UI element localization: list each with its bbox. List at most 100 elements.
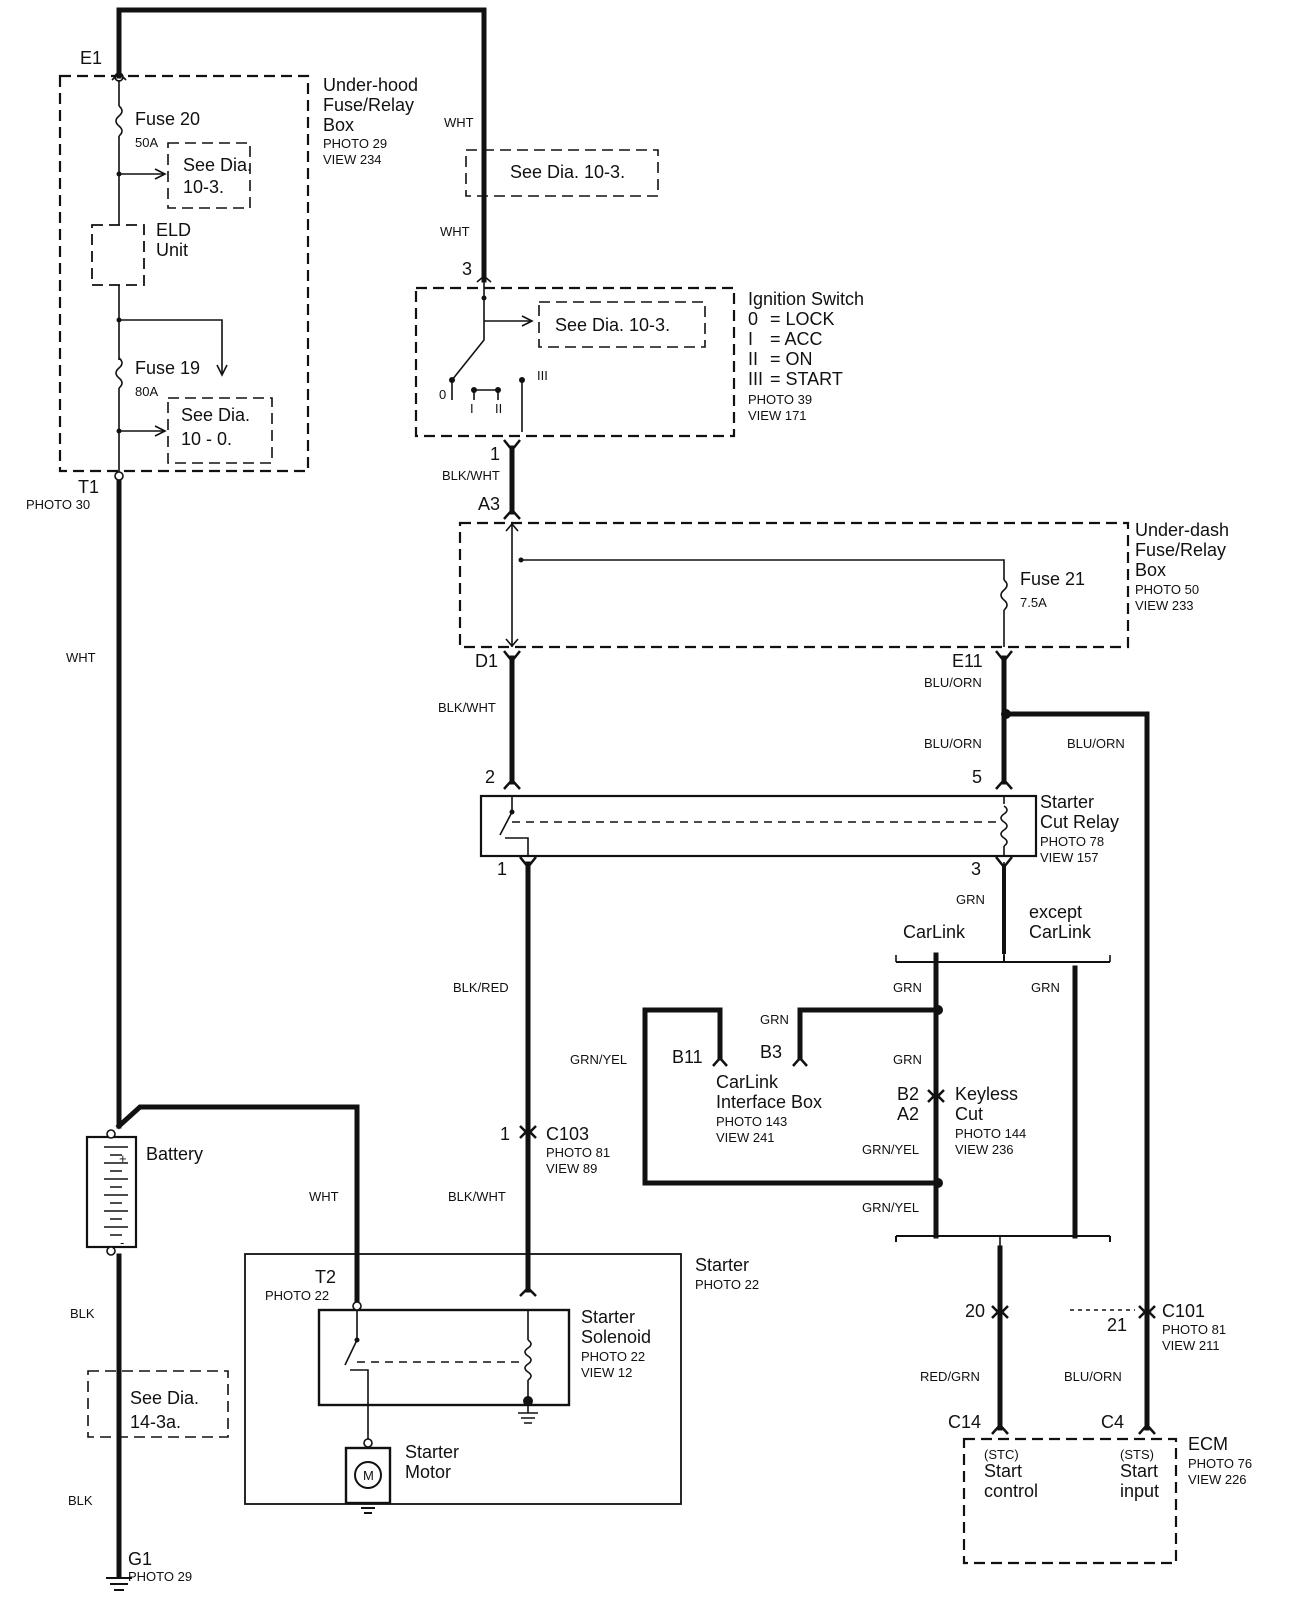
solenoid-photo: PHOTO 22 xyxy=(581,1349,645,1364)
ecm-sts-line2: input xyxy=(1120,1481,1159,1501)
wire-grn-b3 xyxy=(797,1007,939,1061)
connector-e1: E1 xyxy=(80,48,102,68)
connector-c103-pin: 1 xyxy=(500,1124,510,1144)
except-label-1: except xyxy=(1029,902,1082,922)
battery-label: Battery xyxy=(146,1144,203,1164)
fuse21-label: Fuse 21 xyxy=(1020,569,1085,589)
fuse19-symbol xyxy=(115,357,123,389)
ecm-title: ECM xyxy=(1188,1434,1228,1454)
ecm-view: VIEW 226 xyxy=(1188,1472,1247,1487)
wire-label-blk-2: BLK xyxy=(68,1493,93,1508)
ecm-stc-code: (STC) xyxy=(984,1447,1019,1462)
wire-label-wht-left: WHT xyxy=(66,650,96,665)
connector-t1-photo: PHOTO 30 xyxy=(26,497,90,512)
eld-label-1: ELD xyxy=(156,220,191,240)
ecm-sts-code: (STS) xyxy=(1120,1447,1154,1462)
ecm-outline xyxy=(962,1437,1178,1565)
connector-t2-photo: PHOTO 22 xyxy=(265,1288,329,1303)
see-dia-a-line2: 10-3. xyxy=(183,177,224,197)
connector-sw1: 1 xyxy=(490,444,500,464)
battery xyxy=(85,1129,138,1256)
wires xyxy=(115,7,1150,1578)
starter-cut-relay-outline xyxy=(479,794,1038,858)
ignition-switch xyxy=(414,274,736,438)
see-dia-10-3-box-a xyxy=(167,142,251,209)
motor-title-1: Starter xyxy=(405,1442,459,1462)
motor-symbol-circle xyxy=(354,1461,382,1489)
connector-b3: B3 xyxy=(760,1042,782,1062)
carlink-box-view: VIEW 241 xyxy=(716,1130,775,1145)
connector-d1: D1 xyxy=(475,651,498,671)
wire-label-red-grn: RED/GRN xyxy=(920,1369,980,1384)
connector-pin-21: 21 xyxy=(1107,1315,1127,1335)
underdash-box-outline xyxy=(458,521,1130,649)
underdash-title-3: Box xyxy=(1135,560,1166,580)
ignition-val-0: = LOCK xyxy=(770,309,835,329)
relay-photo: PHOTO 78 xyxy=(1040,834,1104,849)
connector-c101: C101 xyxy=(1162,1301,1205,1321)
battery-minus: - xyxy=(120,1235,124,1250)
underhood-view: VIEW 234 xyxy=(323,152,382,167)
ignition-key-2: II xyxy=(748,349,758,369)
wire-label-blk-red: BLK/RED xyxy=(453,980,509,995)
wire-label-grn-yel-1: GRN/YEL xyxy=(570,1052,627,1067)
ignition-pos-1: I xyxy=(470,401,474,416)
wire-grn-yel-b11 xyxy=(642,1007,939,1186)
see-dia-top: See Dia. 10-3. xyxy=(510,162,625,182)
keyless-title-1: Keyless xyxy=(955,1084,1018,1104)
connector-c103-view: VIEW 89 xyxy=(546,1161,597,1176)
see-dia-gnd-line2: 14-3a. xyxy=(130,1412,181,1432)
eld-unit-outline xyxy=(91,224,145,286)
ignition-key-1: I xyxy=(748,329,753,349)
fuse21-rating: 7.5A xyxy=(1020,595,1047,610)
connector-relay-1: 1 xyxy=(497,859,507,879)
connector-c103: C103 xyxy=(546,1124,589,1144)
ignition-val-2: = ON xyxy=(770,349,813,369)
wire-label-blu-orn-1: BLU/ORN xyxy=(924,675,982,690)
starter-label: Starter xyxy=(695,1255,749,1275)
ignition-key-0: 0 xyxy=(748,309,758,329)
connector-e11: E11 xyxy=(952,651,983,671)
connector-relay-5: 5 xyxy=(972,767,982,787)
wire-label-blk-wht-3: BLK/WHT xyxy=(448,1189,506,1204)
ecm xyxy=(962,1437,1178,1565)
see-dia-14-3a-box xyxy=(87,1370,229,1438)
connector-c4: C4 xyxy=(1101,1412,1124,1432)
see-dia-10-3-box-top xyxy=(465,149,659,197)
ignition-title: Ignition Switch xyxy=(748,289,864,309)
see-dia-a-line1: See Dia. xyxy=(183,155,252,175)
fuse20-label: Fuse 20 xyxy=(135,109,200,129)
underdash-title-2: Fuse/Relay xyxy=(1135,540,1226,560)
ground-g1-symbol xyxy=(106,1577,132,1591)
see-dia-gnd-line1: See Dia. xyxy=(130,1388,199,1408)
connector-t2: T2 xyxy=(315,1267,336,1287)
ignition-val-3: = START xyxy=(770,369,843,389)
connector-c14: C14 xyxy=(948,1412,981,1432)
carlink-box-title-1: CarLink xyxy=(716,1072,779,1092)
solenoid-title-2: Solenoid xyxy=(581,1327,651,1347)
wire-label-blu-orn-3: BLU/ORN xyxy=(1067,736,1125,751)
underhood-fuse-box xyxy=(58,71,310,481)
connector-a3: A3 xyxy=(478,494,500,514)
underdash-title-1: Under-dash xyxy=(1135,520,1229,540)
fuse20-rating: 50A xyxy=(135,135,158,150)
underhood-title-3: Box xyxy=(323,115,354,135)
connector-c101-photo: PHOTO 81 xyxy=(1162,1322,1226,1337)
connector-g1: G1 xyxy=(128,1549,152,1569)
relay-view: VIEW 157 xyxy=(1040,850,1099,865)
wire-label-wht-top: WHT xyxy=(444,115,474,130)
connector-pin-20: 20 xyxy=(965,1301,985,1321)
starter-outline xyxy=(244,1253,682,1505)
see-dia-switch: See Dia. 10-3. xyxy=(555,315,670,335)
starter-assembly xyxy=(244,1253,682,1514)
see-dia-10-3-box-switch xyxy=(538,301,706,348)
connector-t1: T1 xyxy=(78,477,99,497)
ignition-switch-outline xyxy=(414,286,736,438)
starter-solenoid-outline xyxy=(317,1308,571,1407)
wire-label-grn-5: GRN xyxy=(893,1052,922,1067)
keyless-title-2: Cut xyxy=(955,1104,983,1124)
relay-title-2: Cut Relay xyxy=(1040,812,1119,832)
connector-relay-3: 3 xyxy=(971,859,981,879)
solenoid-title-1: Starter xyxy=(581,1307,635,1327)
